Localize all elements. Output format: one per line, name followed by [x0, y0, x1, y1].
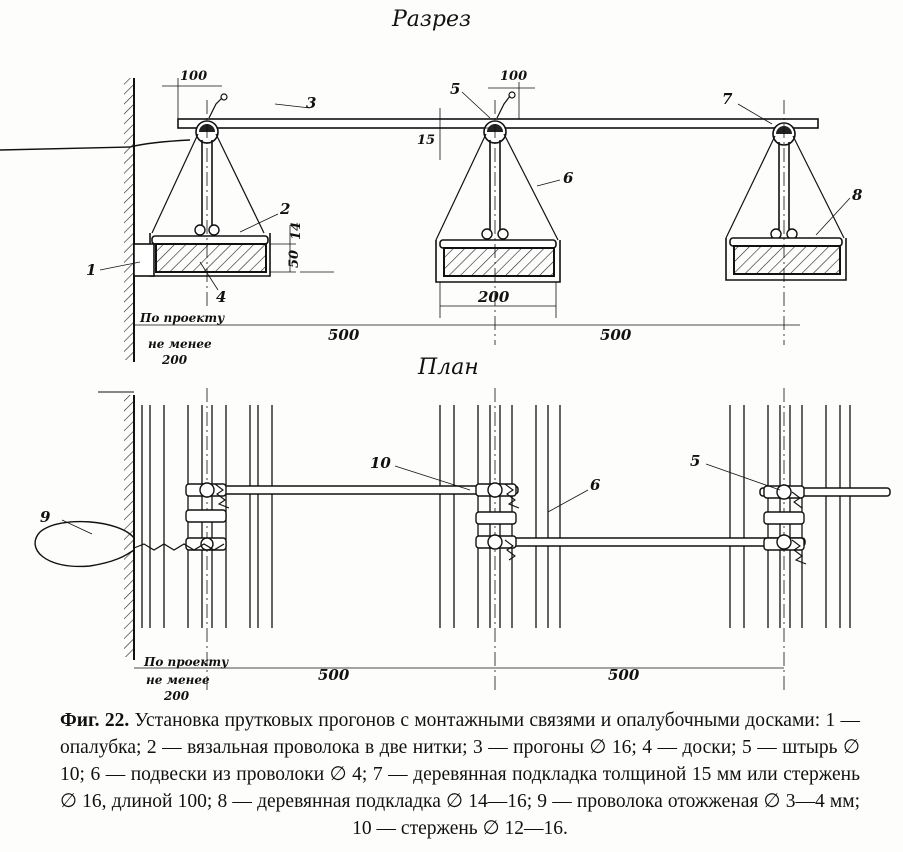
hanger-1: [133, 93, 271, 277]
formwork-1: [133, 243, 155, 277]
plan-view: 9 10 6 5 500 500 По проекту не менее 200: [34, 388, 891, 703]
plan-note-line1: По проекту: [143, 655, 229, 669]
dim-100-mid: 100: [500, 69, 527, 84]
anchor-wire: [0, 139, 191, 151]
plan-label-9: 9: [40, 508, 51, 526]
plan-connectors: [185, 482, 805, 551]
section-note-line2: не менее: [148, 337, 212, 351]
plan-label-10: 10: [370, 454, 391, 472]
dim-50: 50: [287, 250, 302, 268]
section-note-line1: По проекту: [139, 311, 225, 325]
dim-14: 14: [289, 222, 304, 240]
figure-number: Фиг. 22.: [60, 710, 130, 731]
dim-500-b: 500: [600, 326, 632, 344]
wall-hatch: [124, 78, 134, 360]
hanger-2: [435, 91, 561, 283]
label-7: 7: [722, 90, 733, 108]
section-view: 100 100 15 14 50 200 500 500 3 5 6 7: [0, 69, 863, 367]
label-6: 6: [563, 169, 574, 187]
label-2: 2: [279, 200, 290, 218]
plan-rod-lower: [479, 537, 806, 547]
label-1: 1: [86, 261, 96, 279]
plan-title: План: [417, 355, 479, 380]
label-3: 3: [306, 94, 316, 112]
dim-100-left: 100: [180, 69, 207, 84]
label-4: 4: [216, 288, 226, 306]
label-5: 5: [450, 80, 460, 98]
dim-200: 200: [477, 288, 510, 306]
plan-wall-hatch: [124, 395, 134, 657]
section-title: Разрез: [391, 7, 471, 32]
dim-500-a: 500: [328, 326, 360, 344]
dim-15: 15: [417, 133, 435, 148]
plan-label-5: 5: [690, 452, 700, 470]
plan-note-line3: 200: [163, 689, 190, 703]
label-8: 8: [852, 186, 863, 204]
plan-rod-upper: [187, 485, 519, 495]
plan-anchor-loop: [34, 520, 135, 568]
figure-caption-text: Установка прутковых прогонов с монтажным…: [60, 710, 861, 839]
plan-note-line2: не менее: [146, 673, 210, 687]
hanger-3: [725, 122, 847, 281]
plan-dim-500-a: 500: [318, 666, 350, 684]
technical-drawing: Разрез План: [0, 7, 891, 703]
plan-dim-500-b: 500: [608, 666, 640, 684]
plan-label-6: 6: [590, 476, 601, 494]
plan-anchor-wire: [133, 543, 225, 551]
figure-caption: Фиг. 22. Установка прутковых прогонов с …: [60, 707, 860, 842]
section-note-line3: 200: [161, 353, 188, 367]
